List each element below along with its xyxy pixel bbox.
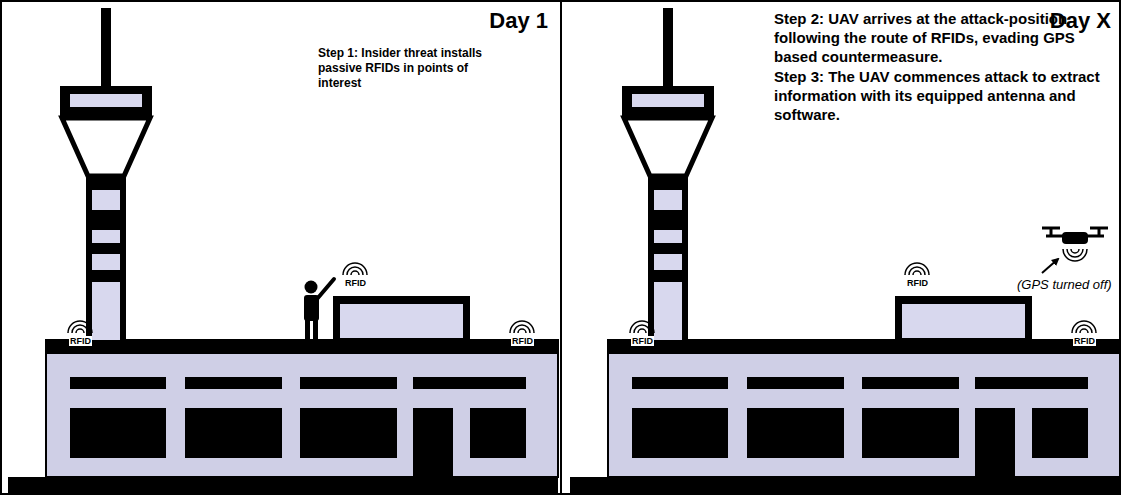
rfid-tag-label: RFID — [344, 278, 367, 288]
day-panel: Day XStep 2: UAV arrives at the attack-p… — [560, 0, 1121, 495]
step-note: Step 2: UAV arrives at the attack-positi… — [774, 10, 1112, 66]
step-note: Step 3: The UAV commences attack to extr… — [774, 68, 1112, 124]
person-leg — [313, 320, 318, 340]
rfid-tag-label: RFID — [1073, 336, 1096, 346]
panel-heading: Day 1 — [489, 8, 548, 34]
rfid-tag-label: RFID — [906, 278, 929, 288]
rfid-tag-label: RFID — [69, 336, 92, 346]
drone-post — [1098, 228, 1101, 236]
pointer-arrow — [1042, 259, 1058, 273]
day-panel: Day 1 Step 1: Insider threat installs pas… — [0, 0, 562, 495]
person-arm — [317, 279, 334, 299]
scene-day-x — [570, 8, 1120, 493]
drone-note: (GPS turned off) — [1016, 277, 1113, 292]
rfid-tag-label: RFID — [631, 336, 654, 346]
uav-drone — [1042, 228, 1108, 273]
drone-signal — [1063, 249, 1087, 261]
insider-person — [304, 279, 334, 340]
scene-day-1 — [8, 8, 558, 493]
drone-body — [1062, 232, 1088, 244]
person-leg — [305, 320, 310, 340]
rfid-tag-label: RFID — [511, 336, 534, 346]
drone-post — [1050, 228, 1053, 236]
step-note: Step 1: Insider threat installs passive … — [318, 46, 500, 91]
person-head — [305, 281, 318, 294]
